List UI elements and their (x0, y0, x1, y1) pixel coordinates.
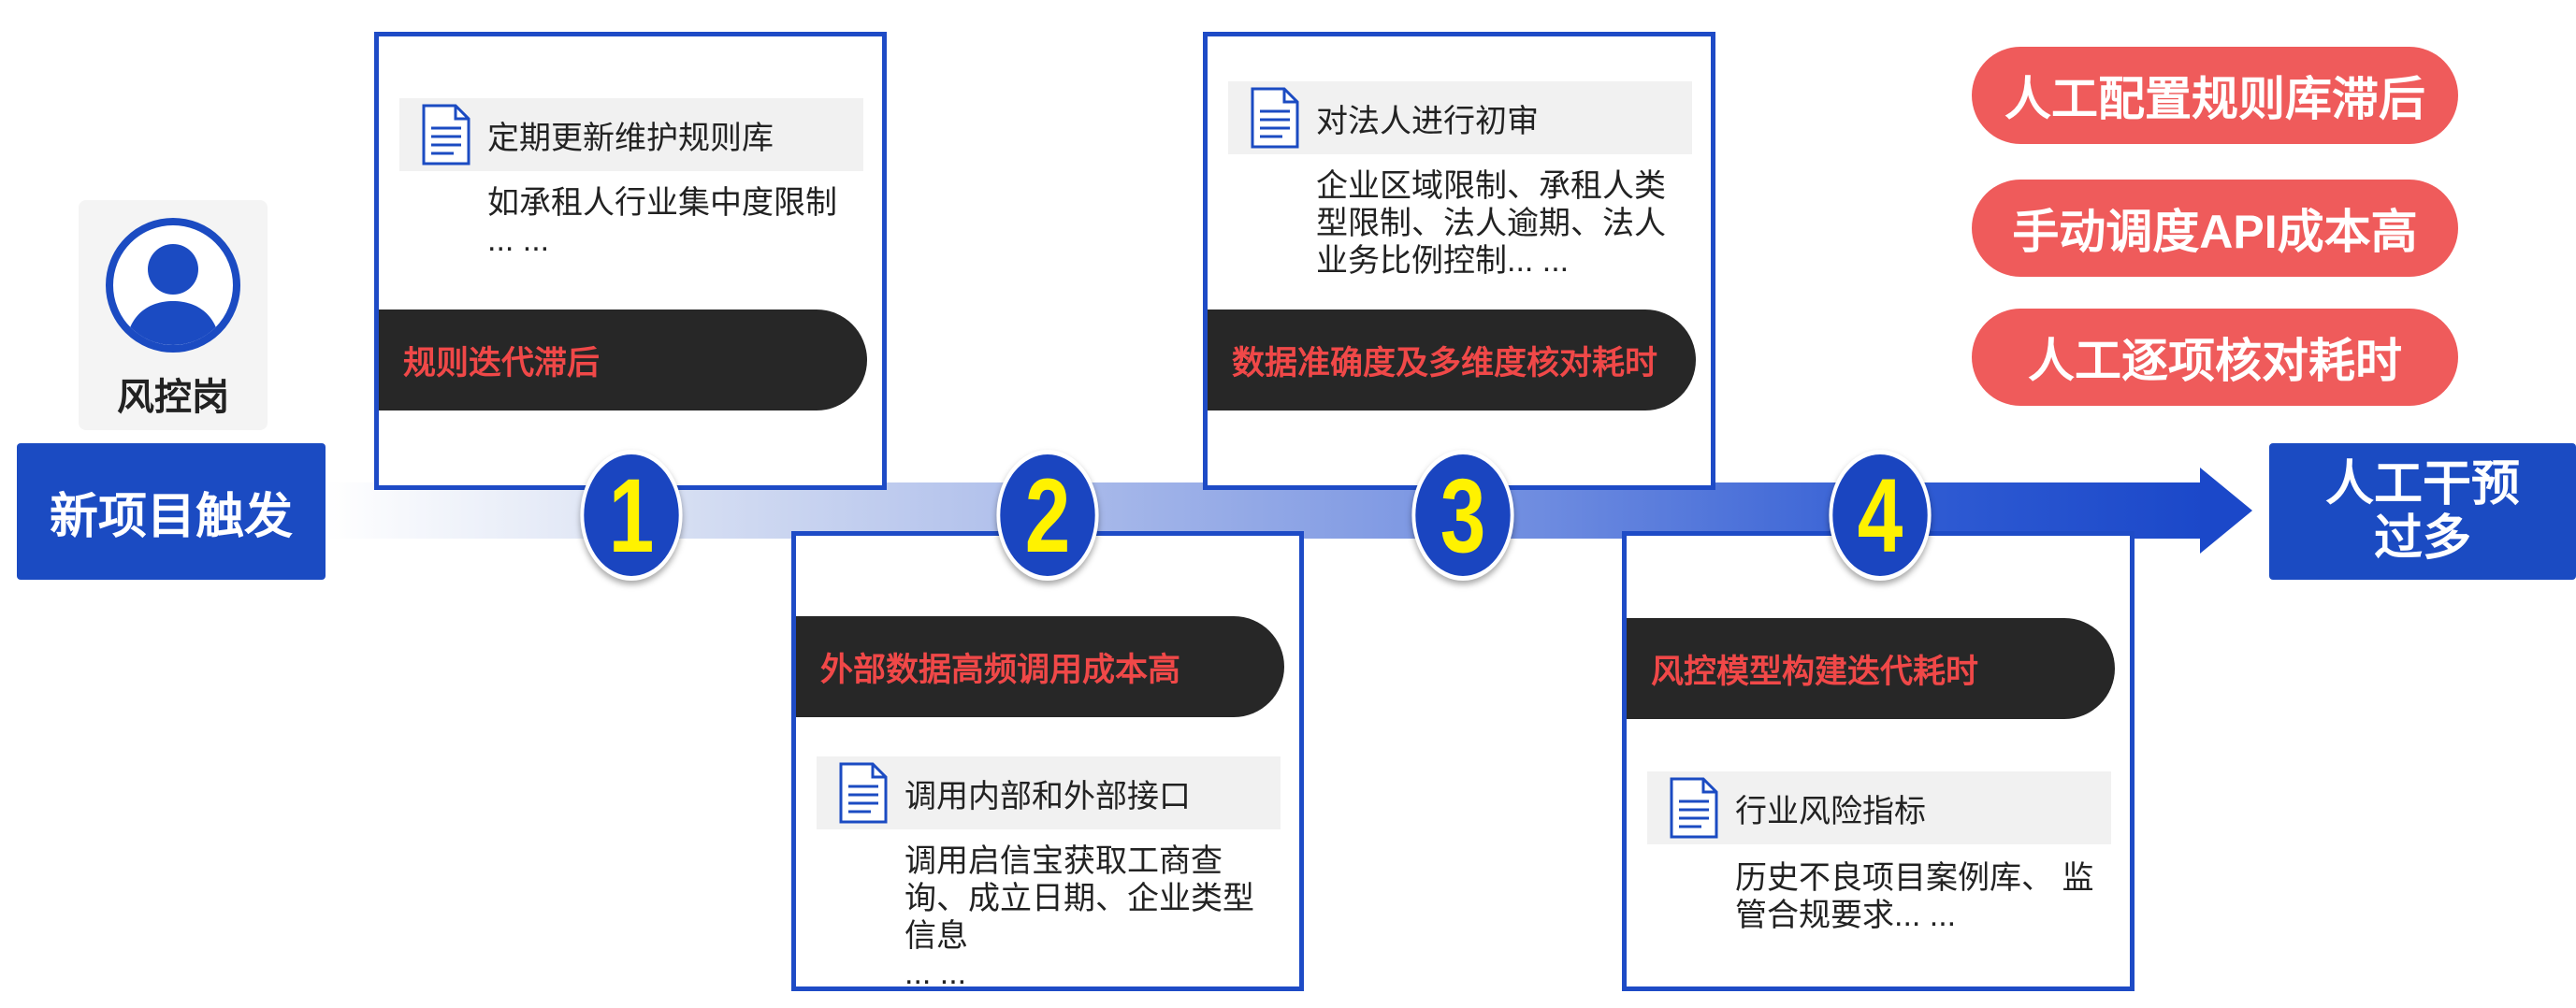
document-icon (422, 104, 470, 166)
document-icon (1670, 777, 1718, 839)
step-1-issue-pill: 规则迭代滞后 (379, 310, 867, 410)
step-1-issue: 规则迭代滞后 (403, 344, 601, 382)
step-1-box: 定期更新维护规则库 如承租人行业集中度限制 ... ... 规则迭代滞后 (374, 32, 887, 490)
end-label-line1: 人工干预 (2324, 457, 2520, 511)
role-label: 风控岗 (117, 377, 229, 418)
step-3-item-desc: 企业区域限制、承租人类 型限制、法人逾期、法人 业务比例控制... ... (1316, 167, 1666, 280)
desc-line: ... ... (487, 223, 550, 258)
step-2-item: 调用内部和外部接口 (817, 756, 1281, 829)
document-icon (839, 762, 888, 824)
desc-line: 如承租人行业集中度限制 (487, 185, 837, 221)
desc-line: 管合规要求... ... (1735, 898, 1957, 933)
step-2-issue-pill: 外部数据高频调用成本高 (796, 616, 1284, 717)
step-1-item: 定期更新维护规则库 (399, 98, 863, 171)
document-icon (1251, 87, 1299, 149)
step-2-box: 外部数据高频调用成本高 调用内部和外部接口 调用启信宝获取工商查 询、成立日期、… (791, 531, 1304, 991)
desc-line: ... ... (904, 956, 967, 991)
step-4-number: 4 (1829, 450, 1932, 581)
step-1-item-desc: 如承租人行业集中度限制 ... ... (487, 184, 837, 259)
step-2-issue: 外部数据高频调用成本高 (820, 651, 1181, 688)
step-3-box: 对法人进行初审 企业区域限制、承租人类 型限制、法人逾期、法人 业务比例控制..… (1203, 32, 1715, 490)
desc-line: 历史不良项目案例库、 监 (1735, 860, 2094, 896)
step-2-item-desc: 调用启信宝获取工商查 询、成立日期、企业类型 信息 ... ... (904, 842, 1254, 992)
step-4-item-title: 行业风险指标 (1735, 793, 1926, 829)
step-4-item: 行业风险指标 (1647, 771, 2111, 844)
step-2-item-title: 调用内部和外部接口 (904, 778, 1191, 814)
step-4-issue: 风控模型构建迭代耗时 (1651, 653, 1979, 690)
person-avatar-icon (106, 218, 240, 353)
start-box: 新项目触发 (17, 443, 326, 580)
end-label-line2: 过多 (2373, 511, 2471, 566)
step-1-number: 1 (580, 450, 683, 581)
desc-line: 询、成立日期、企业类型 (904, 881, 1254, 916)
step-4-issue-pill: 风控模型构建迭代耗时 (1627, 618, 2115, 719)
arrow-head (2200, 468, 2252, 554)
end-box: 人工干预 过多 (2269, 443, 2576, 580)
step-3-number: 3 (1411, 450, 1514, 581)
start-label: 新项目触发 (49, 489, 293, 544)
desc-line: 信息 (904, 918, 968, 954)
step-4-item-desc: 历史不良项目案例库、 监 管合规要求... ... (1735, 859, 2093, 934)
step-3-issue: 数据准确度及多维度核对耗时 (1232, 344, 1658, 382)
problem-badge: 人工逐项核对耗时 (1972, 309, 2458, 406)
desc-line: 型限制、法人逾期、法人 (1316, 206, 1666, 241)
desc-line: 企业区域限制、承租人类 (1316, 168, 1666, 204)
step-3-issue-pill: 数据准确度及多维度核对耗时 (1208, 310, 1696, 410)
problem-badge: 人工配置规则库滞后 (1972, 47, 2458, 144)
step-1-item-title: 定期更新维护规则库 (487, 120, 774, 156)
problem-badge: 手动调度API成本高 (1972, 180, 2458, 277)
step-3-item: 对法人进行初审 (1228, 81, 1692, 154)
step-2-number: 2 (996, 450, 1099, 581)
step-4-box: 风控模型构建迭代耗时 行业风险指标 历史不良项目案例库、 监 管合规要求... … (1622, 531, 2135, 991)
risk-control-role-card: 风控岗 (79, 200, 268, 430)
desc-line: 调用启信宝获取工商查 (904, 843, 1223, 879)
step-3-item-title: 对法人进行初审 (1316, 103, 1539, 139)
desc-line: 业务比例控制... ... (1316, 243, 1570, 279)
